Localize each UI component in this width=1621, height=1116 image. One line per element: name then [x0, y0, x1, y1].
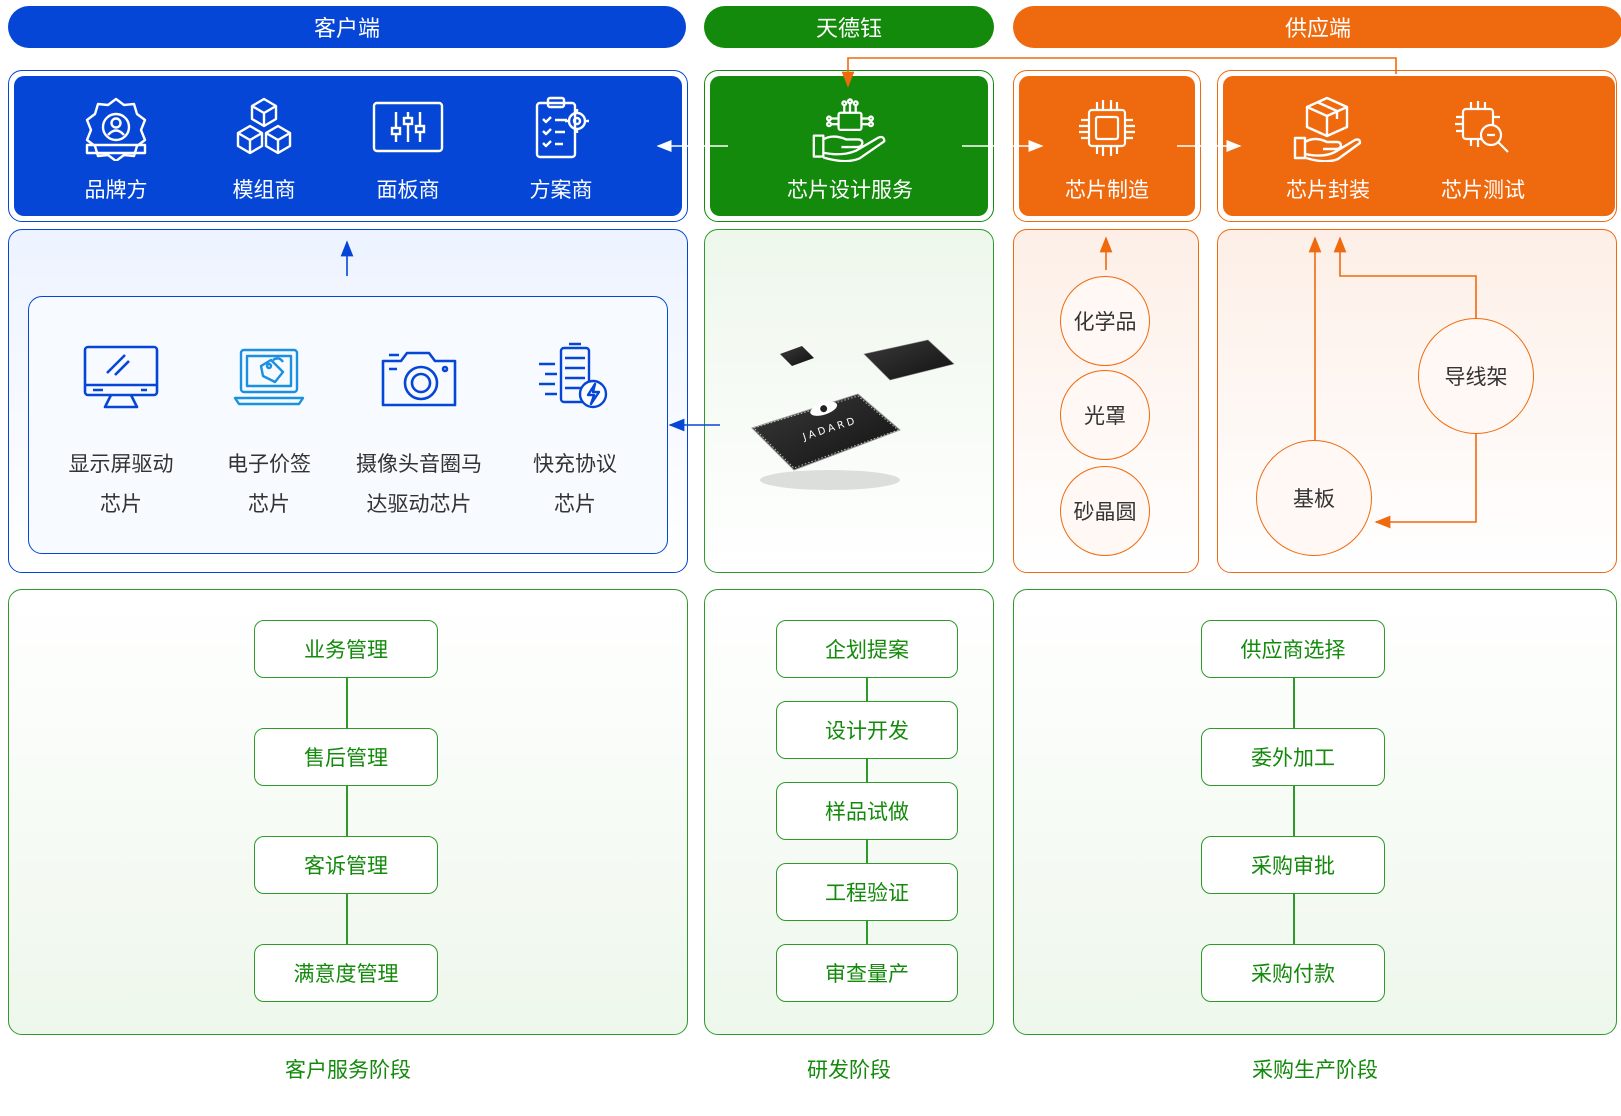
customer-step: 售后管理 — [254, 728, 438, 786]
customer-step: 满意度管理 — [254, 944, 438, 1002]
product-label: 电子价签芯片 — [227, 452, 311, 516]
product-label: 快充协议芯片 — [533, 452, 617, 516]
customer-step: 业务管理 — [254, 620, 438, 678]
chip-product-image: JADARD — [751, 339, 955, 490]
clipboard-gear-icon — [521, 92, 601, 164]
product-camera-vcm: 摄像头音圈马达驱动芯片 — [334, 340, 504, 524]
chip-testing-label: 芯片测试 — [1441, 178, 1525, 202]
rd-step: 审查量产 — [776, 944, 958, 1002]
chip-manufacturing-label: 芯片制造 — [1065, 178, 1149, 202]
role-panel: 面板商 — [368, 92, 448, 204]
chip-packaging-label: 芯片封装 — [1286, 178, 1370, 202]
material-chemicals: 化学品 — [1060, 276, 1150, 366]
product-fast-charge: 快充协议芯片 — [490, 340, 660, 524]
procurement-step: 采购审批 — [1201, 836, 1385, 894]
design-service-label: 芯片设计服务 — [787, 178, 913, 202]
panel-sliders-icon — [368, 92, 448, 164]
material-photomask: 光罩 — [1060, 370, 1150, 460]
product-label: 显示屏驱动芯片 — [68, 452, 174, 516]
material-leadframe: 导线架 — [1418, 318, 1534, 434]
chip-icon — [1067, 92, 1147, 164]
packaging-testing-panel — [1223, 76, 1615, 216]
product-display-driver: 显示屏驱动芯片 — [36, 340, 206, 524]
customer-step: 客诉管理 — [254, 836, 438, 894]
material-substrate: 基板 — [1256, 440, 1372, 556]
procurement-step: 采购付款 — [1201, 944, 1385, 1002]
stage-rd-label: 研发阶段 — [807, 1058, 891, 1082]
chip-magnifier-icon — [1443, 92, 1523, 164]
design-service: 芯片设计服务 — [760, 92, 940, 204]
medium-chip — [863, 339, 955, 381]
customer-process-line — [346, 676, 348, 948]
product-chips-box — [28, 296, 668, 554]
procurement-step: 委外加工 — [1201, 728, 1385, 786]
camera-icon — [376, 340, 462, 416]
rd-step: 工程验证 — [776, 863, 958, 921]
customer-header: 客户端 — [8, 6, 686, 48]
brand-badge-icon — [76, 92, 156, 164]
small-chip — [780, 346, 814, 366]
role-brand: 品牌方 — [76, 92, 156, 204]
chip-packaging: 芯片封装 — [1268, 92, 1388, 204]
fast-charge-battery-icon — [532, 340, 618, 416]
hand-box-icon — [1288, 92, 1368, 164]
role-label: 方案商 — [529, 178, 593, 202]
procurement-process-line — [1293, 676, 1295, 948]
supplier-header: 供应端 — [1013, 6, 1621, 48]
procurement-step: 供应商选择 — [1201, 620, 1385, 678]
role-label: 面板商 — [376, 178, 440, 202]
role-label: 品牌方 — [84, 178, 148, 202]
material-silicon-wafer: 砂晶圆 — [1060, 466, 1150, 556]
company-header: 天德钰 — [704, 6, 994, 48]
role-label: 模组商 — [232, 178, 296, 202]
product-label: 摄像头音圈马达驱动芯片 — [356, 452, 482, 516]
stage-procurement-label: 采购生产阶段 — [1252, 1058, 1378, 1082]
monitor-icon — [78, 340, 164, 416]
chip-manufacturing: 芯片制造 — [1047, 92, 1167, 204]
chip-testing: 芯片测试 — [1423, 92, 1543, 204]
stage-customer-label: 客户服务阶段 — [285, 1058, 411, 1082]
role-module: 模组商 — [224, 92, 304, 204]
rd-step: 样品试做 — [776, 782, 958, 840]
product-e-price-tag: 电子价签芯片 — [184, 340, 354, 524]
rd-step: 企划提案 — [776, 620, 958, 678]
hand-chip-icon — [810, 92, 890, 164]
rd-step: 设计开发 — [776, 701, 958, 759]
price-tag-laptop-icon — [226, 340, 312, 416]
role-solution: 方案商 — [521, 92, 601, 204]
cubes-icon — [224, 92, 304, 164]
